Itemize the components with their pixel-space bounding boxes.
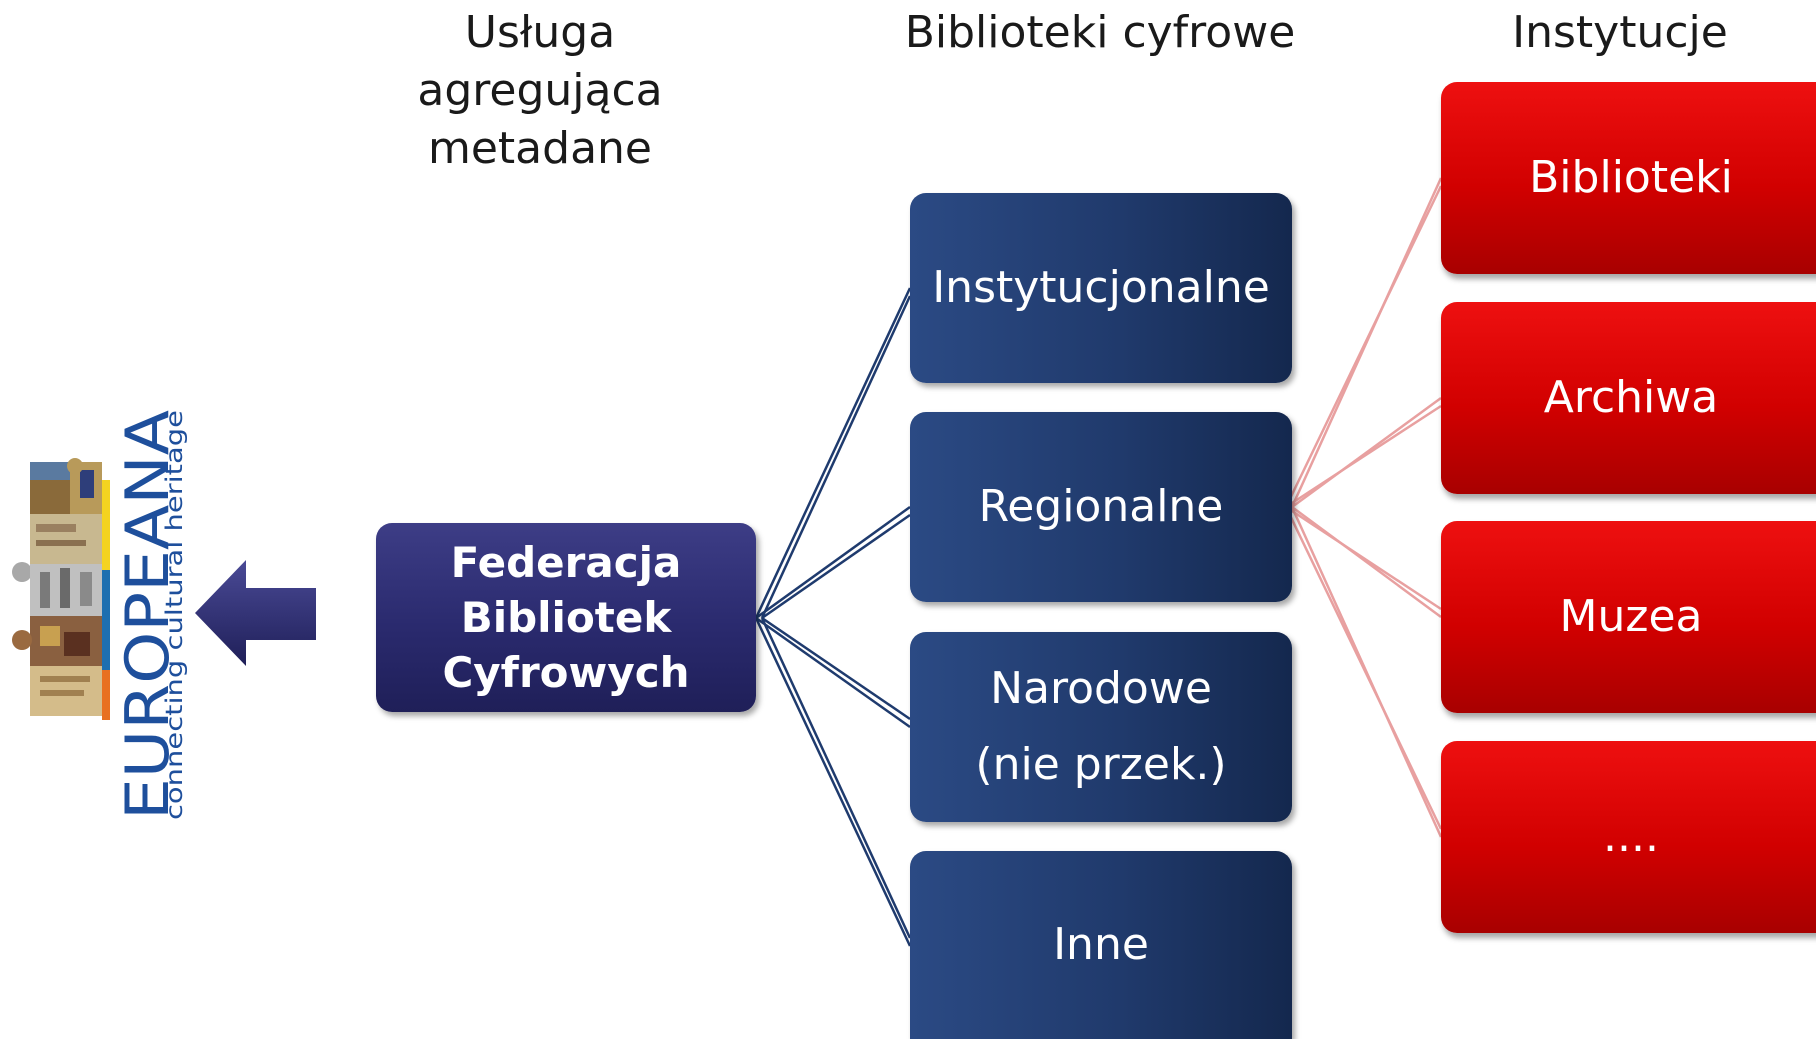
digital-library-label: Narodowe [990,663,1212,714]
institution-box-archives: Archiwa [1441,302,1816,494]
column-header-aggregator-line2: metadane [428,123,652,174]
column-header-aggregator: Usługa agregująca metadane [340,4,740,178]
arrow-left-icon [195,560,316,666]
connector-fed-regionalne [755,505,911,620]
institution-label: Biblioteki [1529,152,1733,203]
federation-connectors [754,287,912,947]
column-header-digital-libraries: Biblioteki cyfrowe [904,7,1296,58]
digital-library-sublabel: (nie przek.) [975,739,1227,790]
institution-label: Muzea [1559,591,1703,642]
column-header-aggregator-line1: Usługa agregująca [417,7,663,116]
federation-label-line3: Cyfrowych [442,648,690,697]
digital-library-box-other: Inne [910,851,1292,1039]
digital-library-label: Inne [1053,919,1149,970]
connector-fed-narodowe [755,616,911,729]
europeana-brand-text: EUROPEANA [113,410,183,820]
institution-box-more: .... [1441,741,1816,933]
connector-regional-muzea [1291,505,1442,619]
digital-library-label: Regionalne [978,481,1224,532]
puzzle-mosaic [12,458,110,720]
digital-library-label: Instytucjonalne [932,262,1270,313]
connector-fed-instytucjonalne [754,287,912,619]
federation-label-line1: Federacja [450,538,682,587]
federation-box: Federacja Bibliotek Cyfrowych [376,523,756,712]
connector-fed-inne [754,617,912,947]
institution-box-museums: Muzea [1441,521,1816,713]
europeana-tagline-text: connecting cultural heritage [162,410,188,820]
institution-label: .... [1603,811,1659,862]
digital-library-box-national: Narodowe (nie przek.) [910,632,1292,822]
europeana-logo: EUROPEANA connecting cultural heritage [0,400,200,840]
institution-label: Archiwa [1543,372,1719,423]
digital-library-box-institutional: Instytucjonalne [910,193,1292,383]
column-header-institutions: Instytucje [1512,7,1728,58]
institution-box-libraries: Biblioteki [1441,82,1816,274]
institution-connectors [1284,177,1443,838]
digital-library-box-regional: Regionalne [910,412,1292,602]
federation-label-line2: Bibliotek [460,593,672,642]
connector-regional-archiwa [1291,396,1442,509]
